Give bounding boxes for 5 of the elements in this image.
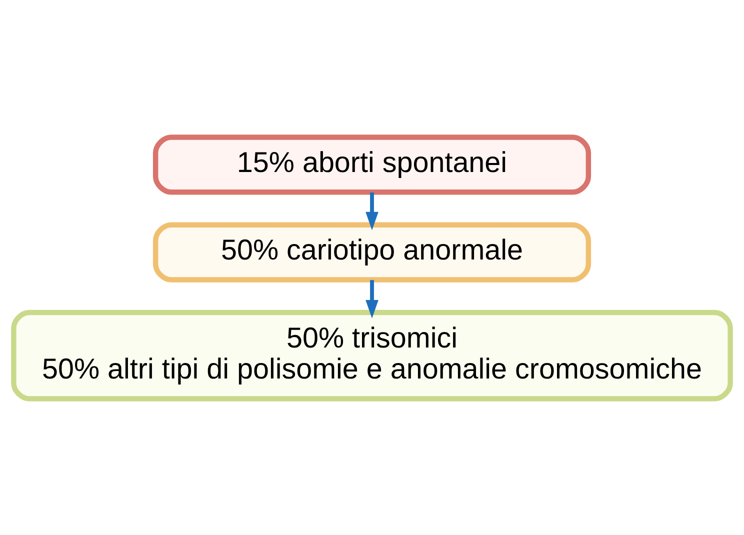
node-box: 15% aborti spontanei	[152, 134, 592, 194]
node-box: 50% trisomici 50% altri tipi di polisomie e anomalie cromosomiche	[11, 309, 733, 401]
arrow	[366, 192, 378, 230]
node-box: 50% cariotipo anormale	[152, 222, 592, 282]
arrow	[366, 280, 378, 318]
